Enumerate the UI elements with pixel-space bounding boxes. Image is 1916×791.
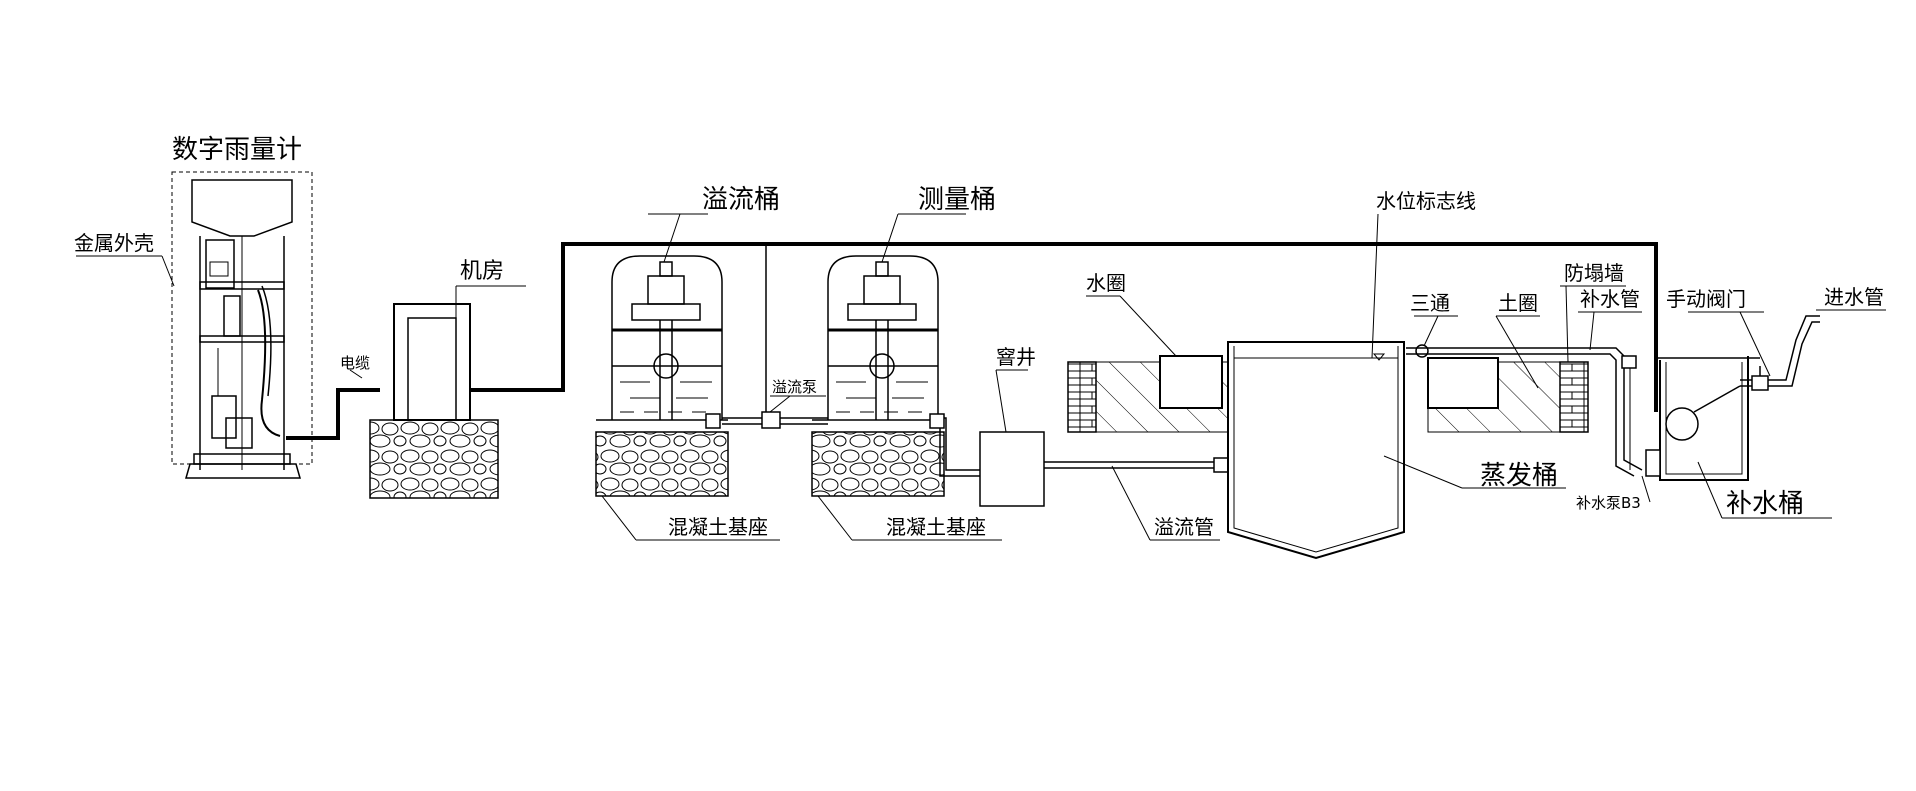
overflow-pipe-label: 溢流管: [1154, 515, 1214, 539]
soil-ring: [1427, 357, 1589, 433]
measuring-bucket-label: 测量桶: [918, 185, 996, 215]
water-ring-label: 水圈: [1086, 271, 1126, 295]
overflow-bucket: [595, 255, 729, 497]
makeup-pump-label: 补水泵B3: [1576, 494, 1641, 512]
overflow-pump-label: 溢流泵: [772, 378, 817, 396]
machine-room-label: 机房: [460, 259, 504, 284]
digital-rain-gauge: [171, 171, 313, 479]
digital-rain-gauge-label: 数字雨量计: [172, 135, 302, 165]
machine-room-foundation: [369, 419, 499, 499]
makeup-bucket-float: [1665, 407, 1699, 441]
makeup-ring-tank: [1427, 357, 1499, 409]
soil-ring-label: 土圈: [1498, 291, 1538, 315]
gauge-data-logger: [205, 239, 235, 289]
water-level-line-label: 水位标志线: [1376, 189, 1476, 213]
overflow-bucket-label: 溢流桶: [702, 185, 780, 215]
metal-shell-callout: [76, 255, 175, 287]
manual-valve: [1740, 366, 1778, 391]
collector-funnel: [191, 179, 293, 237]
overflow-bucket-float: [653, 353, 679, 379]
inlet-pipe: [1778, 315, 1820, 381]
measuring-bucket-float: [869, 353, 895, 379]
concrete-base-2-label: 混凝土基座: [886, 515, 986, 539]
makeup-pipe-label: 补水管: [1580, 287, 1640, 311]
makeup-pump: [1645, 449, 1661, 477]
cellar-well: [979, 431, 1220, 507]
gauge-cable: [286, 388, 380, 440]
left-anti-collapse-wall: [1067, 361, 1097, 433]
water-ring-tank: [1159, 355, 1223, 409]
anti-collapse-wall-label: 防塌墙: [1564, 261, 1624, 285]
measuring-bucket: [811, 255, 945, 497]
concrete-base-1-label: 混凝土基座: [668, 515, 768, 539]
concrete-base-1: [595, 431, 729, 497]
overflow-pipe: [1213, 457, 1229, 473]
makeup-bucket-label: 补水桶: [1726, 489, 1804, 519]
metal-shell-outline: [171, 171, 313, 465]
tee-fitting: [1415, 344, 1429, 358]
makeup-bucket: [1621, 355, 1760, 481]
signal-cable: [470, 242, 1658, 412]
cable-label: 电缆: [340, 354, 370, 372]
manual-valve-label: 手动阀门: [1666, 287, 1746, 311]
water-ring: [1067, 355, 1229, 433]
cellar-well-label: 窨井: [996, 345, 1036, 369]
evaporation-bucket-label: 蒸发桶: [1480, 461, 1558, 491]
anti-collapse-wall: [1559, 361, 1589, 433]
tee-label: 三通: [1410, 291, 1450, 315]
concrete-base-2: [811, 431, 945, 497]
overflow-pump: [705, 411, 828, 429]
evaporation-bucket: [1227, 341, 1405, 560]
metal-shell-label: 金属外壳: [74, 231, 154, 255]
inlet-pipe-label: 进水管: [1824, 285, 1884, 309]
machine-room: [369, 303, 499, 499]
